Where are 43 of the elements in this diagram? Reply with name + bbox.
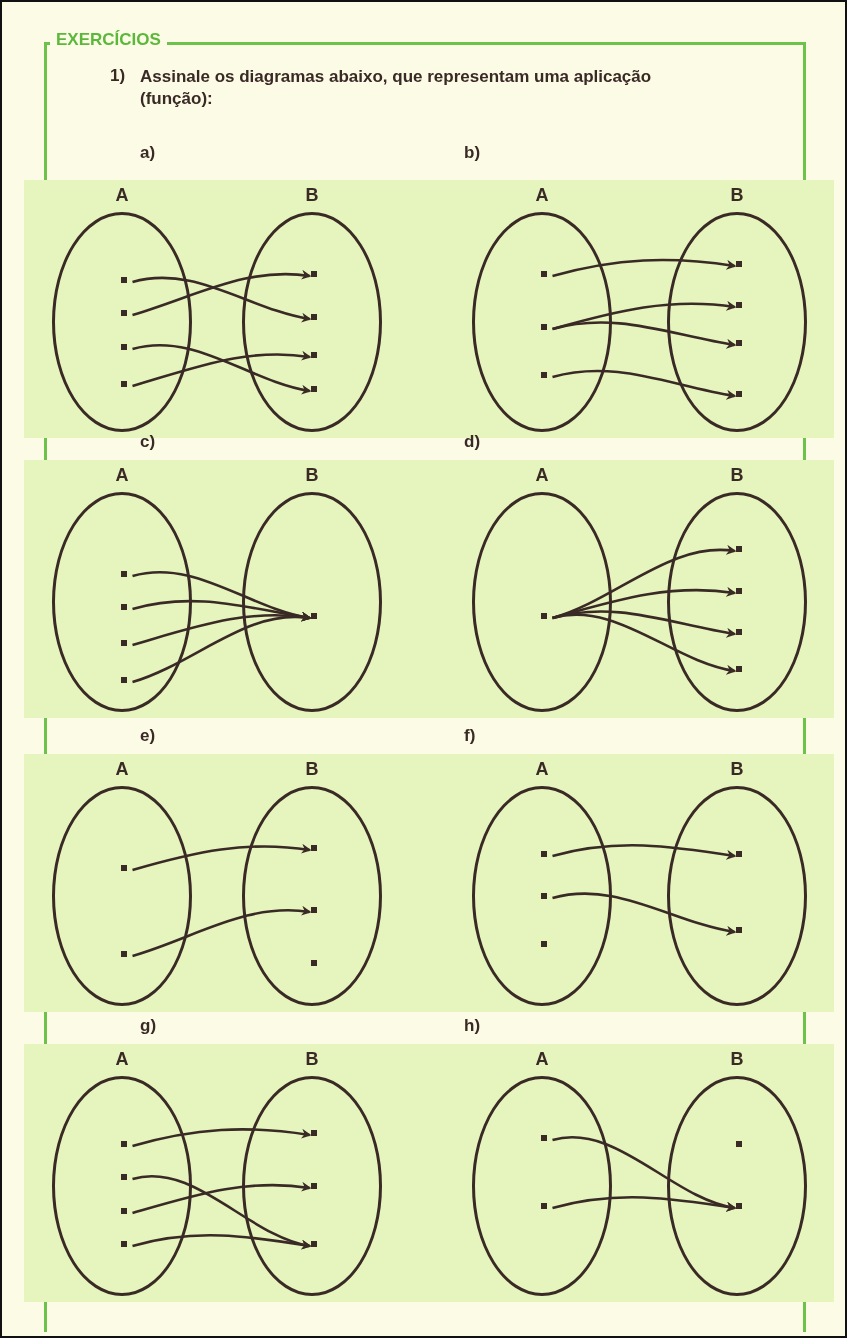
arrow	[132, 276, 312, 323]
set-label: B	[305, 185, 319, 206]
item-letter: a)	[140, 143, 156, 163]
set-label: B	[305, 759, 319, 780]
item-letter: b)	[464, 143, 481, 163]
item-letter: d)	[464, 432, 481, 452]
set-label: A	[535, 185, 549, 206]
arrow	[132, 1182, 312, 1215]
set-label: A	[115, 465, 129, 486]
set-label: B	[305, 465, 319, 486]
set-label: A	[535, 1049, 549, 1070]
arrow	[552, 369, 737, 400]
arrow	[552, 321, 737, 349]
set-label: A	[535, 465, 549, 486]
item-letter: f)	[464, 726, 476, 746]
arrow	[552, 258, 737, 278]
set-label: B	[730, 465, 744, 486]
arrow	[552, 892, 737, 936]
set-label: B	[730, 185, 744, 206]
item-letter: h)	[464, 1016, 481, 1036]
arrow	[132, 1234, 312, 1250]
set-label: B	[730, 1049, 744, 1070]
arrow	[132, 612, 312, 684]
item-letter: g)	[140, 1016, 157, 1036]
set-label: B	[305, 1049, 319, 1070]
question-text: Assinale os diagramas abaixo, que representam uma aplicação (função):	[140, 66, 653, 110]
arrow	[132, 351, 312, 388]
set-label: A	[535, 759, 549, 780]
item-letter: c)	[140, 432, 156, 452]
arrow	[132, 906, 312, 958]
set-label: B	[730, 759, 744, 780]
arrow	[132, 844, 312, 872]
set-label: A	[115, 185, 129, 206]
item-letter: e)	[140, 726, 156, 746]
arrow	[132, 1128, 312, 1148]
question-number: 1)	[110, 66, 126, 86]
set-label: A	[115, 759, 129, 780]
arrow	[132, 343, 312, 395]
arrow	[552, 1196, 737, 1212]
arrow	[552, 844, 737, 860]
set-label: A	[115, 1049, 129, 1070]
arrow	[132, 270, 312, 317]
arrow	[552, 613, 737, 675]
